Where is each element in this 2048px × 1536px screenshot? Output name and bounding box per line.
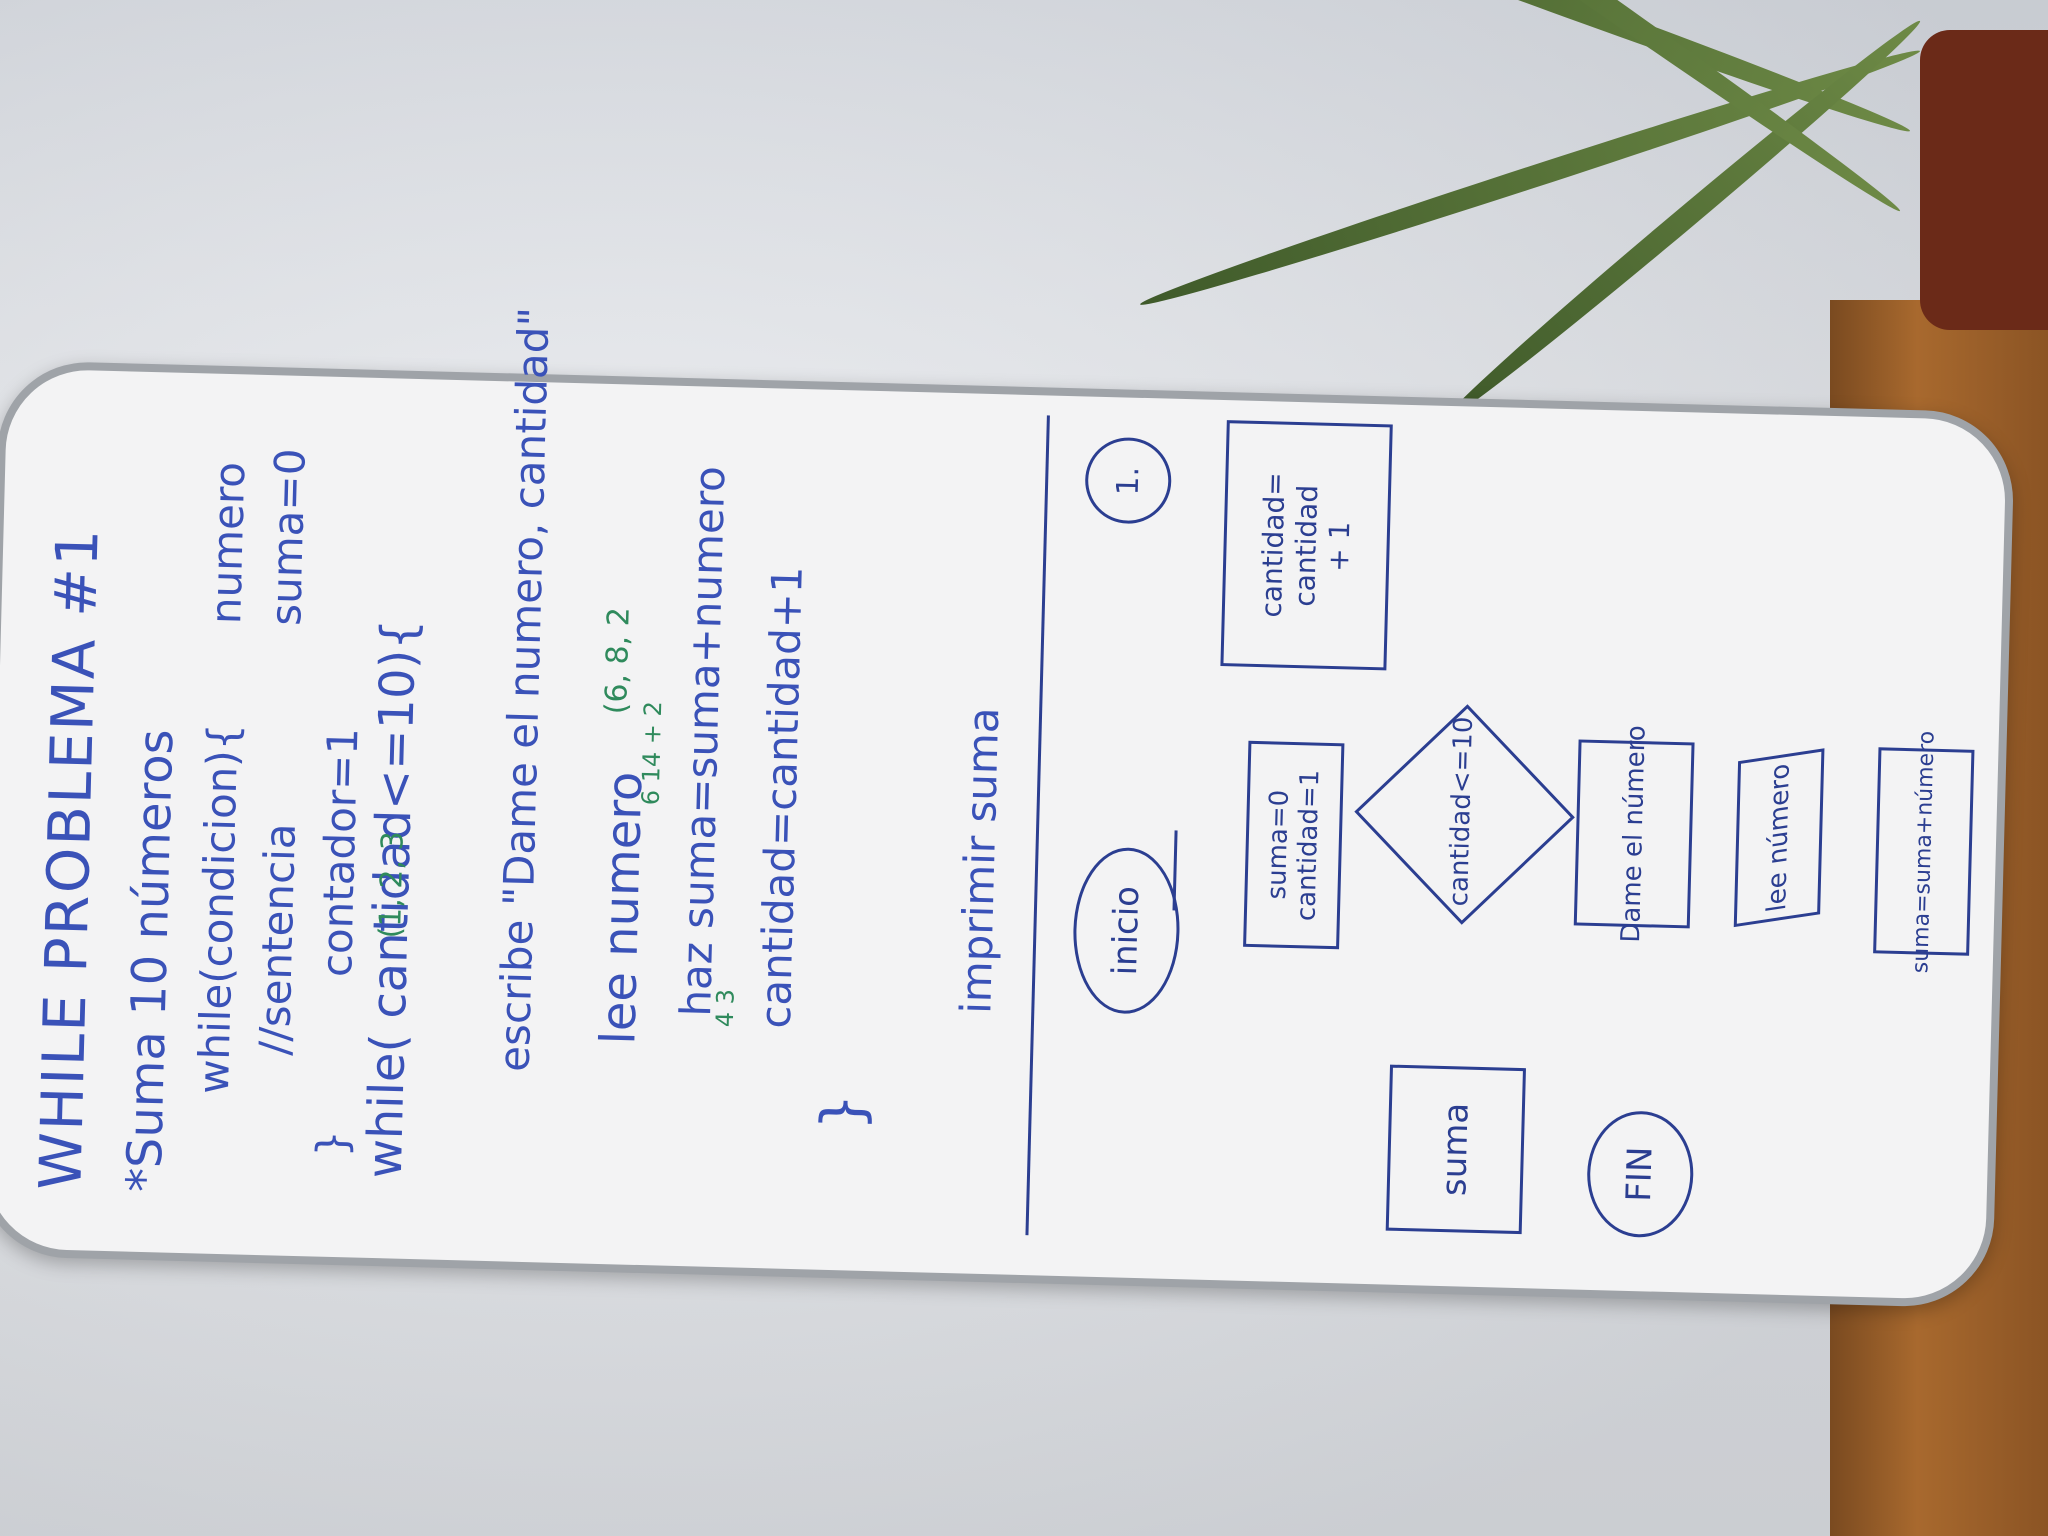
board-subtitle: *Suma 10 números bbox=[116, 728, 185, 1193]
flow-lee-label: lee número bbox=[1762, 761, 1797, 914]
note-numero: numero bbox=[201, 461, 255, 625]
code-lee: lee numero bbox=[590, 770, 654, 1046]
flow-fin: FIN bbox=[1585, 1109, 1695, 1239]
code-imprimir: imprimir suma bbox=[951, 706, 1009, 1015]
flow-cantidad-box: cantidad= cantidad + 1 bbox=[1220, 420, 1393, 671]
flow-init-box: suma=0 cantidad=1 bbox=[1243, 740, 1345, 950]
code-contador: contador=1 bbox=[311, 727, 368, 978]
code-escribe: escribe "Dame el numero, cantidad" bbox=[489, 306, 559, 1073]
flow-output-suma-label: suma bbox=[1434, 1102, 1478, 1197]
flow-connector-label: 1. bbox=[1110, 465, 1147, 496]
flow-connector: 1. bbox=[1084, 436, 1173, 525]
code-close-2: } bbox=[808, 1090, 878, 1132]
flow-cantidad-line3: + 1 bbox=[1322, 520, 1357, 572]
lee-annotations: (6, 8, 2 bbox=[598, 606, 637, 715]
flow-arrow bbox=[1172, 830, 1178, 911]
flow-init-line2: cantidad=1 bbox=[1291, 769, 1326, 922]
flow-inicio-label: inicio bbox=[1105, 885, 1148, 976]
note-suma0: suma=0 bbox=[261, 447, 315, 627]
flow-output-suma: suma bbox=[1385, 1064, 1526, 1235]
whiteboard: WHILE PROBLEMA #1 *Suma 10 números while… bbox=[0, 307, 2016, 1309]
code-close-1: } bbox=[307, 1129, 357, 1158]
plant-pot bbox=[1920, 30, 2048, 330]
code-cantidad: cantidad=cantidad+1 bbox=[750, 565, 812, 1030]
flow-dame-box: Dame el número bbox=[1573, 725, 1695, 943]
code-sentencia: //sentencia bbox=[249, 822, 305, 1057]
flow-suma-label: suma=suma+número bbox=[1908, 730, 1940, 974]
code-haz: haz suma=suma+numero bbox=[671, 465, 735, 1018]
flow-cantidad-line2: cantidad bbox=[1288, 483, 1325, 607]
flow-dame-label: Dame el número bbox=[1616, 724, 1652, 943]
flow-fin-label: FIN bbox=[1619, 1146, 1661, 1203]
counter-marks: (1, 2, 3 bbox=[372, 830, 411, 939]
board-title: WHILE PROBLEMA #1 bbox=[26, 526, 112, 1191]
flow-suma-box: suma=suma+número bbox=[1873, 730, 1975, 973]
board-divider bbox=[1025, 415, 1050, 1236]
flow-cantidad-line1: cantidad= bbox=[1255, 471, 1292, 618]
flow-lee-box: lee número bbox=[1733, 748, 1825, 928]
flow-decision-label: cantidad<=10 bbox=[1444, 716, 1480, 907]
flow-decision: cantidad<=10 bbox=[1354, 704, 1575, 925]
haz-annotations: 6 14 + 2 bbox=[636, 700, 668, 806]
flow-init-line1: suma=0 bbox=[1262, 789, 1296, 900]
cantidad-annotations: 4 3 bbox=[710, 988, 740, 1028]
flow-inicio: inicio bbox=[1071, 846, 1182, 1016]
code-while-generic: while(condicion){ bbox=[188, 722, 248, 1095]
